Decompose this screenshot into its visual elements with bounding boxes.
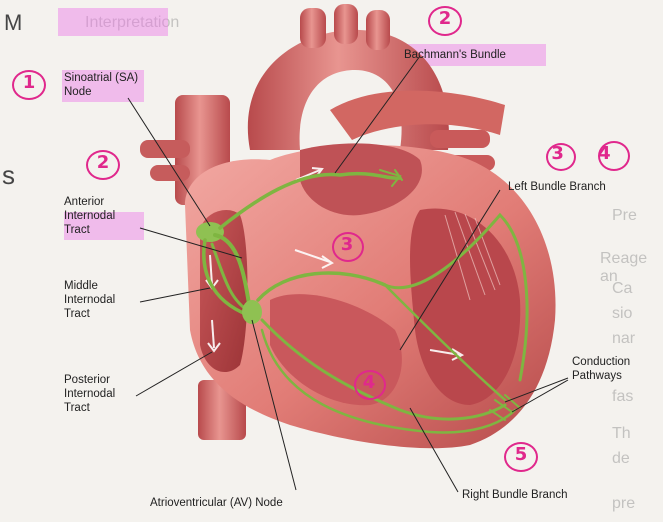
posterior-tract-line1: Posterior xyxy=(64,373,115,387)
posterior-tract-label: Posterior Internodal Tract xyxy=(64,373,115,415)
middle-tract-label: Middle Internodal Tract xyxy=(64,279,115,321)
brachiocephalic-artery xyxy=(300,8,326,48)
number-bundle: 3 4 xyxy=(548,143,628,164)
conduction-pathways-line1: Conduction xyxy=(572,355,630,369)
anterior-tract-label: Anterior Internodal Tract xyxy=(64,195,115,237)
number-av: 3 xyxy=(330,234,364,255)
middle-tract-line3: Tract xyxy=(64,307,115,321)
sa-node-label: Sinoatrial (SA) Node xyxy=(64,71,138,99)
sa-node-shape xyxy=(196,222,224,242)
bachmanns-bundle-label: Bachmann's Bundle xyxy=(404,48,506,62)
left-subclavian-artery xyxy=(366,10,390,50)
pulmonary-branch-left-lower xyxy=(150,165,190,181)
left-bundle-branch-label: Left Bundle Branch xyxy=(508,180,606,194)
av-node-label: Atrioventricular (AV) Node xyxy=(150,496,283,510)
anterior-tract-line3: Tract xyxy=(64,223,115,237)
conduction-pathways-label: Conduction Pathways xyxy=(572,355,630,383)
posterior-tract-line3: Tract xyxy=(64,401,115,415)
sa-node-label-line2: Node xyxy=(64,85,138,99)
conduction-pathways-line2: Pathways xyxy=(572,369,630,383)
anterior-tract-line2: Internodal xyxy=(64,209,115,223)
pulmonary-vein-upper xyxy=(430,130,490,148)
middle-tract-line1: Middle xyxy=(64,279,115,293)
right-bundle-branch-label: Right Bundle Branch xyxy=(462,488,567,502)
posterior-tract-line2: Internodal xyxy=(64,387,115,401)
number-bachmann: 2 xyxy=(428,8,462,29)
left-carotid-artery xyxy=(334,4,358,44)
number-purkinje: 5 xyxy=(504,444,538,465)
anterior-tract-line1: Anterior xyxy=(64,195,115,209)
middle-tract-line2: Internodal xyxy=(64,293,115,307)
number-anterior: 2 xyxy=(86,152,120,173)
number-sa: 1 xyxy=(12,72,46,93)
sa-node-label-line1: Sinoatrial (SA) xyxy=(64,71,138,85)
number-right-branch: 4 xyxy=(352,372,386,393)
